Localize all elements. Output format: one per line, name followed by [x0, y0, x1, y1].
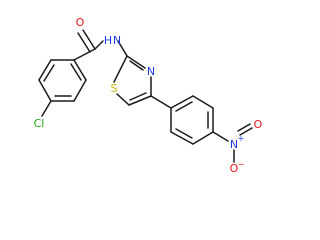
- atom-h-amide: H: [104, 34, 112, 47]
- chemical-structure-diagram: O N H N S Cl N + O O −: [34, 16, 263, 175]
- bonds: [38, 29, 253, 163]
- atom-n-thiazole: N: [147, 65, 155, 78]
- atom-n-nitro: N: [230, 138, 238, 151]
- bond-n-thiazole: [117, 40, 128, 57]
- bond-ring2-a: [170, 95, 194, 109]
- bond-thz-c2-n3: [126, 55, 146, 69]
- bond-carbonyl-double-2: [77, 32, 91, 53]
- bond-carbonyl-double-1: [82, 29, 96, 50]
- bond-nitro-o-top: [239, 127, 253, 136]
- atom-cl: Cl: [34, 117, 45, 130]
- bond-amide-c-n: [94, 40, 104, 50]
- atom-n-nitro-charge: +: [238, 134, 245, 143]
- atom-o-carbonyl: O: [76, 16, 85, 29]
- bond-thz-c5-s: [116, 93, 130, 106]
- bond-ring-nitro: [212, 131, 229, 142]
- atom-n-amide: N: [113, 34, 121, 47]
- bond-ring2-e: [170, 131, 194, 145]
- bond-nitro-o-top-double: [237, 123, 251, 132]
- bond-ring1-f: [73, 59, 87, 81]
- bond-ring2-inner-3: [175, 128, 193, 139]
- bond-thz-c4-c5: [128, 95, 152, 106]
- bond-carbonyl-ring: [73, 48, 96, 61]
- bond-thz-s-c2: [113, 55, 128, 83]
- bond-ring2-inner-1: [175, 101, 193, 112]
- bond-ring1-c: [38, 79, 52, 102]
- bond-thz-c2-n3-double: [129, 60, 144, 71]
- atom-labels: O N H N S Cl N + O O −: [34, 16, 263, 175]
- bond-ring1-b: [38, 59, 52, 81]
- bond-thz-aryl: [150, 95, 172, 109]
- atom-o-nitro-top: O: [254, 118, 263, 131]
- atom-o-nitro-bottom-charge: −: [238, 160, 245, 169]
- bond-ring1-e: [73, 79, 87, 102]
- bond-ring2-b: [192, 95, 214, 109]
- bond-ring1-inner-3: [70, 63, 82, 81]
- bond-ring-cl: [41, 100, 52, 117]
- atom-s-thiazole: S: [111, 82, 118, 95]
- bond-ring1-inner-1: [43, 64, 55, 82]
- bond-ring2-d: [192, 131, 214, 145]
- bond-thz-c4-c5-double: [129, 92, 147, 101]
- atom-o-nitro-bottom: O: [230, 162, 239, 175]
